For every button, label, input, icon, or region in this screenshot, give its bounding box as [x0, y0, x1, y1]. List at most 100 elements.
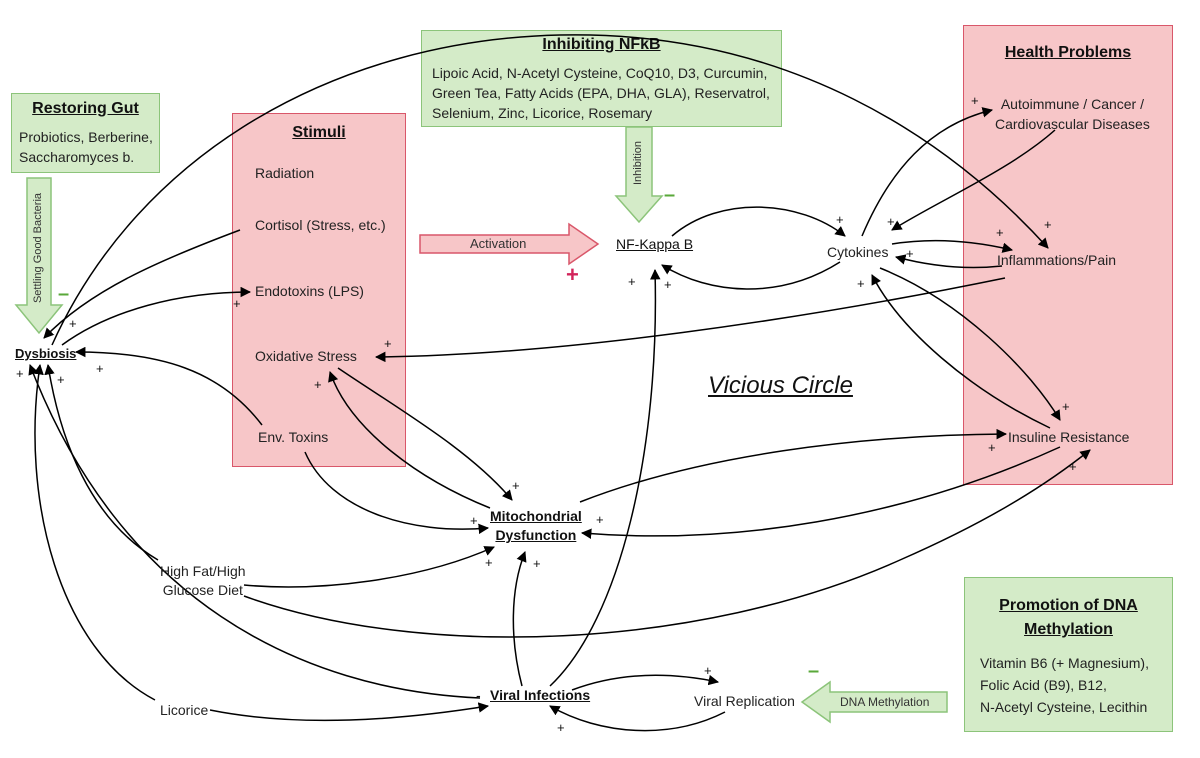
dna-methylation-line2: Folic Acid (B9), B12, — [980, 677, 1107, 693]
viral-replication-label: Viral Replication — [694, 693, 795, 709]
link-cytokines-insuline — [879, 267, 1061, 421]
sign-plus: + — [887, 214, 895, 229]
dna-methylation-line3: N-Acetyl Cysteine, Lecithin — [980, 699, 1148, 715]
sign-plus: + — [533, 556, 541, 571]
sign-plus: + — [906, 246, 914, 261]
link-inflammations-cytokines — [894, 254, 1003, 269]
diet-label: High Fat/High Glucose Diet — [160, 562, 246, 600]
sign-plus: + — [233, 296, 241, 311]
vicious-circle-title: Vicious Circle — [708, 372, 853, 399]
endotoxins-label: Endotoxins (LPS) — [255, 283, 364, 299]
sign-plus: + — [664, 277, 672, 292]
oxidative-stress-label: Oxidative Stress — [255, 348, 357, 364]
restoring-gut-box: Restoring Gut Probiotics, Berberine, Sac… — [11, 93, 160, 173]
insuline-resistance-label: Insuline Resistance — [1008, 429, 1130, 445]
dna-methylation-title: Promotion of DNA Methylation — [965, 594, 1172, 642]
cytokines-label: Cytokines — [827, 244, 889, 260]
inhibition-minus-sign: – — [664, 184, 676, 206]
link-oxidative-mito — [337, 367, 513, 501]
inhibiting-nfkb-line3: Selenium, Zinc, Licorice, Rosemary — [432, 105, 653, 121]
link-dysbiosis-inflammations — [51, 34, 1049, 346]
link-diet-dysbiosis — [44, 363, 159, 561]
sign-plus: + — [1044, 217, 1052, 232]
dna-methylation-text: Vitamin B6 (+ Magnesium), Folic Acid (B9… — [980, 652, 1170, 718]
cortisol-label: Cortisol (Stress, etc.) — [255, 217, 386, 233]
sign-minus: - — [476, 687, 481, 703]
sign-plus: + — [1069, 459, 1077, 474]
inflammations-label: Inflammations/Pain — [997, 252, 1117, 268]
dna-methylation-minus-sign: – — [808, 660, 820, 682]
link-diet-insuline — [243, 449, 1091, 638]
stimuli-box: Stimuli — [232, 113, 406, 467]
sign-plus: + — [512, 478, 520, 493]
inhibiting-nfkb-line1: Lipoic Acid, N-Acetyl Cysteine, CoQ10, D… — [432, 65, 768, 81]
link-mito-insuline — [579, 428, 1008, 503]
link-mito-oxidative — [328, 371, 491, 509]
link-insuline-mito — [580, 446, 1061, 539]
health-problems-box: Health Problems — [963, 25, 1173, 485]
restoring-gut-text: Probiotics, Berberine, Saccharomyces b. — [19, 127, 159, 167]
link-cytokines-nfkb — [661, 261, 841, 290]
dna-methylation-title-line1: Promotion of DNA — [999, 597, 1138, 614]
link-nfkb-cytokines — [671, 206, 846, 237]
inhibition-label: Inhibition — [632, 140, 644, 186]
stimuli-title: Stimuli — [292, 124, 346, 141]
sign-plus: + — [971, 93, 979, 108]
link-insuline-cytokines — [871, 274, 1051, 429]
licorice-label: Licorice — [160, 702, 209, 718]
viral-infections-label: Viral Infections — [490, 687, 591, 703]
activation-plus-sign: + — [566, 262, 579, 287]
inhibition-arrow — [614, 126, 664, 224]
link-diet-mito — [243, 546, 495, 588]
dna-methylation-arrow-label: DNA Methylation — [840, 695, 930, 709]
diet-line2: Glucose Diet — [162, 582, 243, 598]
inhibiting-nfkb-title: Inhibiting NFkB — [542, 36, 661, 53]
sign-plus: + — [384, 336, 392, 351]
restoring-gut-line1: Probiotics, Berberine, — [19, 129, 153, 145]
sign-plus: + — [836, 212, 844, 227]
restoring-gut-title: Restoring Gut — [32, 100, 139, 117]
inhibiting-nfkb-box: Inhibiting NFkB Lipoic Acid, N-Acetyl Cy… — [421, 30, 782, 127]
dna-methylation-box: Promotion of DNA Methylation Vitamin B6 … — [964, 577, 1173, 732]
radiation-label: Radiation — [255, 165, 315, 181]
autoimmune-line1: Autoimmune / Cancer / — [1000, 96, 1144, 112]
sign-plus: + — [996, 225, 1004, 240]
nf-kappa-b-label: NF-Kappa B — [616, 236, 694, 252]
link-viral-mito — [512, 551, 527, 687]
restoring-gut-line2: Saccharomyces b. — [19, 149, 135, 165]
link-autoimmune-cytokines — [891, 129, 1056, 231]
link-replication-viral — [549, 705, 726, 732]
link-dysbiosis-endotoxins — [61, 286, 252, 346]
health-problems-title: Health Problems — [1004, 44, 1132, 61]
settling-bacteria-label: Settling Good Bacteria — [32, 192, 44, 304]
autoimmune-label: Autoimmune / Cancer / Cardiovascular Dis… — [995, 94, 1150, 134]
link-viral-nfkb — [549, 268, 661, 687]
env-toxins-label: Env. Toxins — [258, 429, 329, 445]
dna-methylation-arrow — [800, 680, 948, 724]
mito-line2: Dysfunction — [495, 527, 577, 543]
sign-plus: + — [96, 361, 104, 376]
link-cytokines-autoimmune — [861, 107, 994, 237]
sign-plus: + — [988, 440, 996, 455]
mitochondrial-dysfunction-label: Mitochondrial Dysfunction — [490, 507, 582, 545]
settling-minus-sign: – — [58, 283, 70, 305]
mito-line1: Mitochondrial — [490, 508, 582, 524]
link-envtoxins-dysbiosis — [74, 346, 263, 426]
sign-plus: + — [314, 377, 322, 392]
activation-label: Activation — [470, 236, 527, 251]
diet-line1: High Fat/High — [160, 563, 246, 579]
sign-plus: + — [16, 366, 24, 381]
activation-arrow — [419, 222, 600, 266]
autoimmune-line2: Cardiovascular Diseases — [995, 116, 1150, 132]
link-envtoxins-mito — [304, 451, 490, 535]
sign-plus: + — [857, 276, 865, 291]
sign-plus: + — [57, 372, 65, 387]
inhibiting-nfkb-line2: Green Tea, Fatty Acids (EPA, DHA, GLA), … — [432, 85, 770, 101]
sign-plus: + — [470, 513, 478, 528]
sign-plus: + — [1062, 399, 1070, 414]
sign-plus: + — [628, 274, 636, 289]
sign-plus: + — [704, 663, 712, 678]
link-licorice-viral — [209, 702, 490, 722]
sign-plus: + — [69, 316, 77, 331]
sign-plus: + — [557, 720, 565, 735]
